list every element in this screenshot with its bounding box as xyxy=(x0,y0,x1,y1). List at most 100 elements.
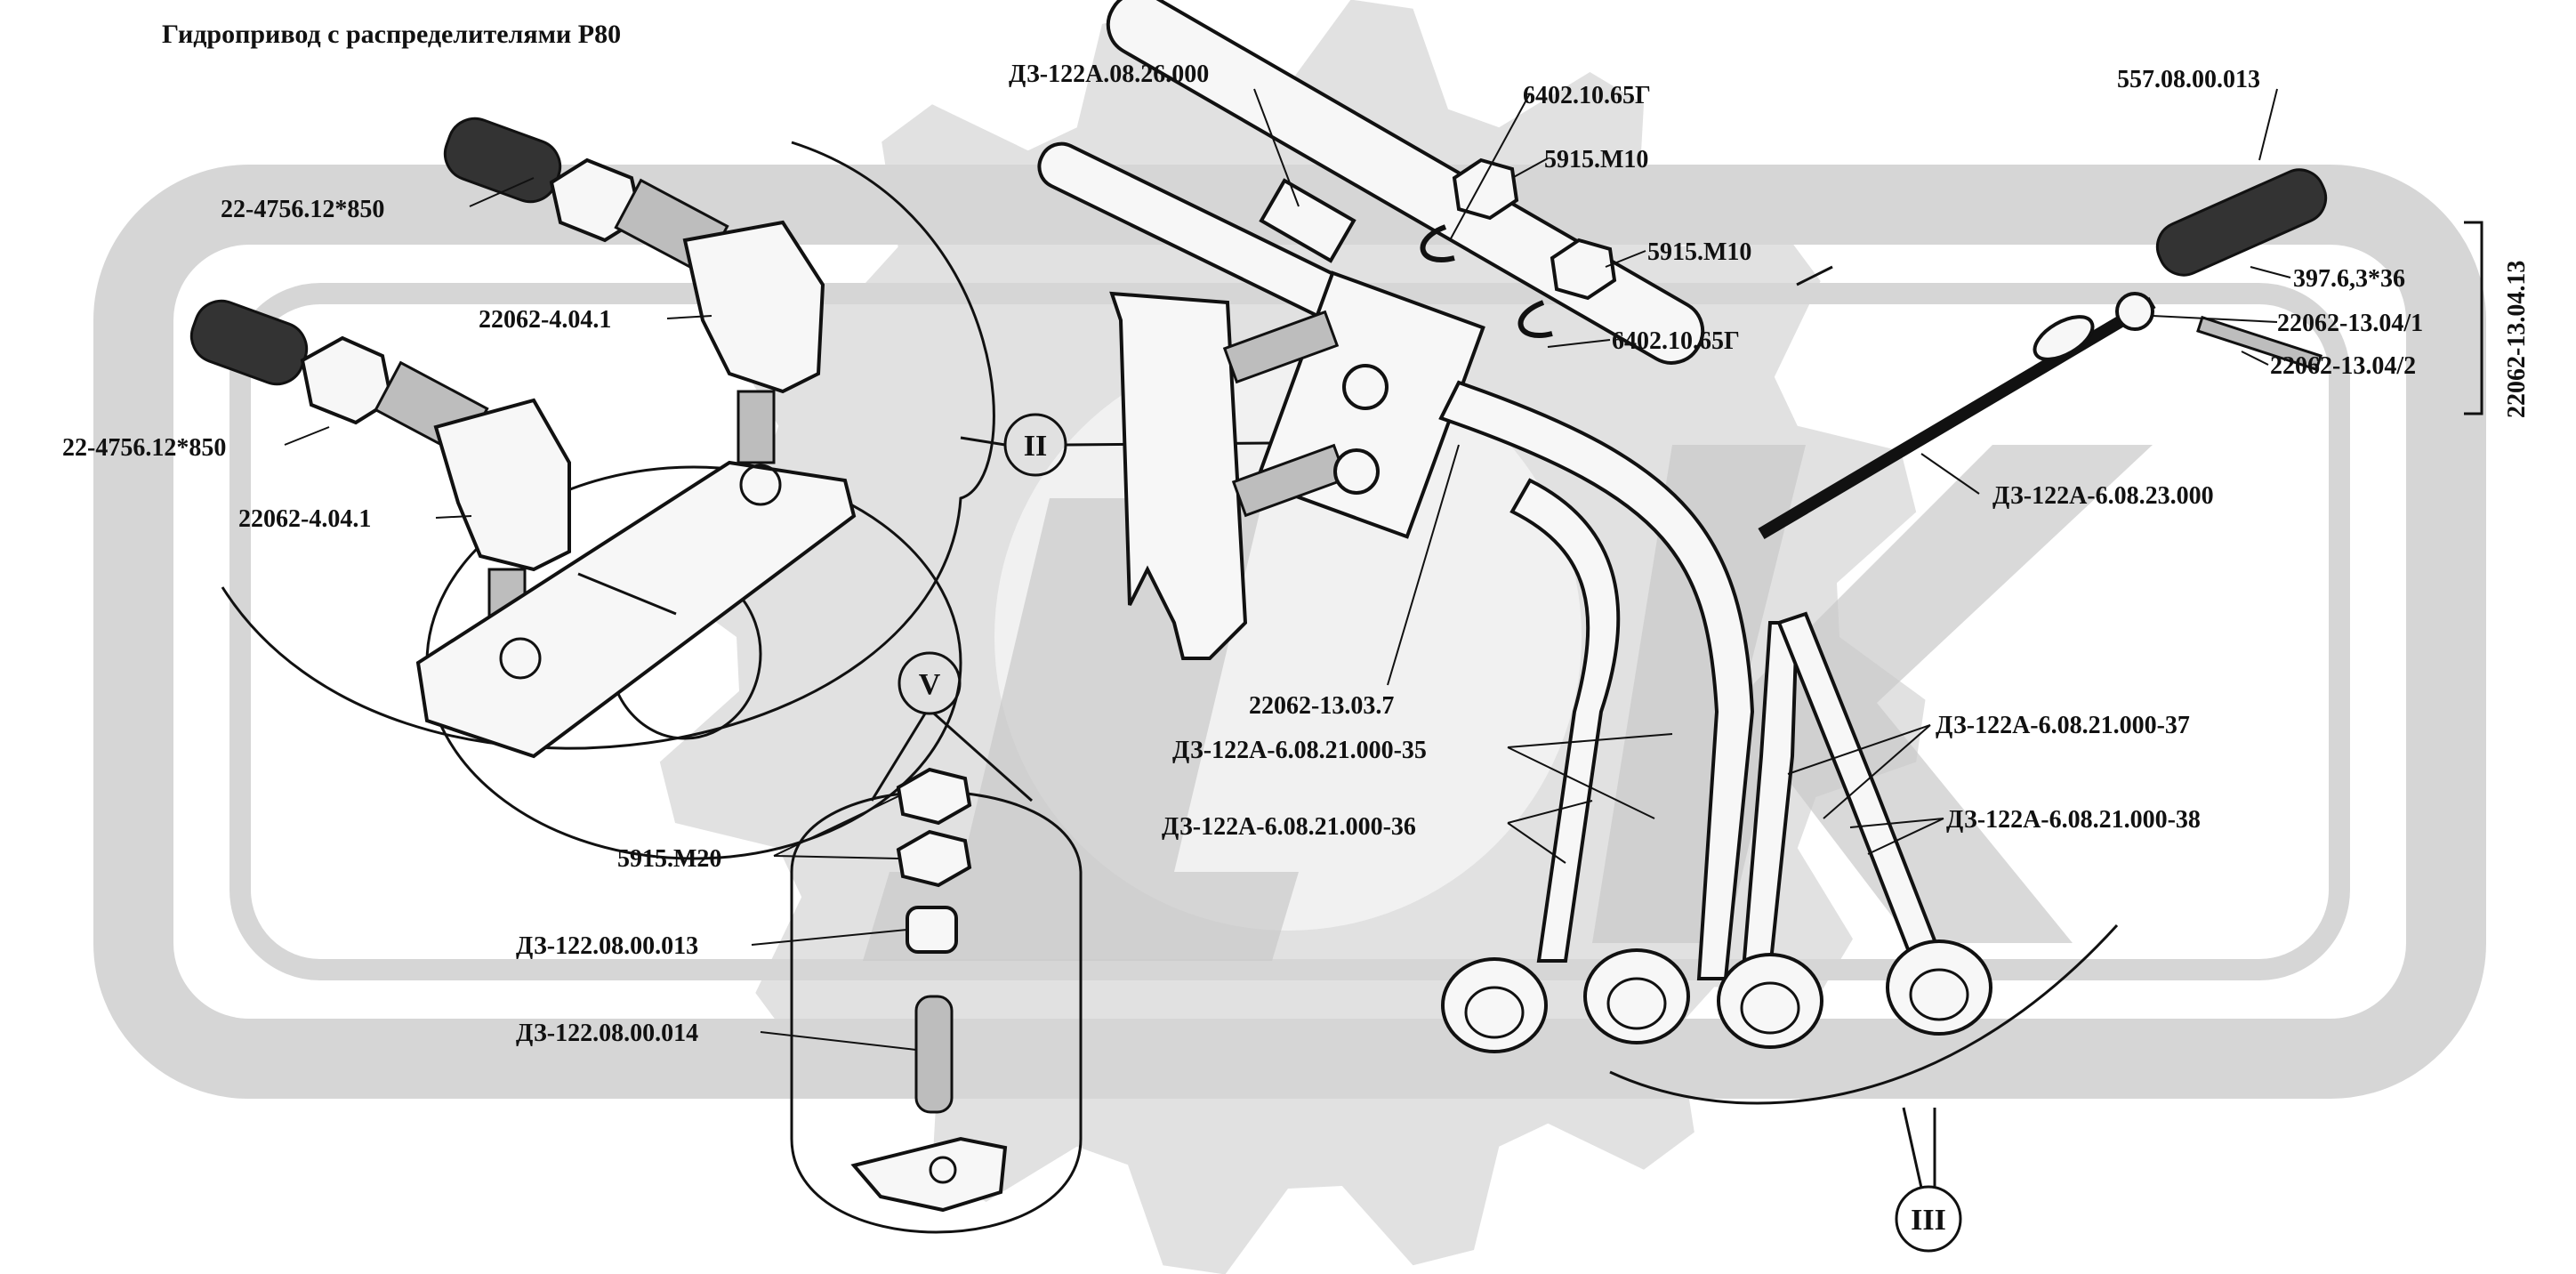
view-iii-arc xyxy=(1609,923,2119,1105)
leader-dz-37-a xyxy=(1787,724,1931,775)
view-iii-bottom-arc-hint xyxy=(1796,265,1833,286)
part-labels: 22-4756.12*850 22062-4.04.1 22-4756.12*8… xyxy=(62,60,2531,1047)
rod-eye xyxy=(2115,292,2154,331)
nut-washer-set-top xyxy=(1420,157,1617,338)
view-v-marker-label: V xyxy=(919,668,941,701)
leader-5915-m20-a xyxy=(773,795,899,857)
leader-6402-a xyxy=(1449,93,1531,241)
pipe-fitting-2-bore xyxy=(1606,977,1667,1030)
label-dz-0826: ДЗ-122А.08.26.000 xyxy=(1009,60,1209,88)
view-iii-marker xyxy=(1895,1185,1962,1253)
leader-dz-0823 xyxy=(1920,453,1980,495)
leader-dz-38-a xyxy=(1849,818,1944,828)
elbow-fitting-lower xyxy=(433,398,571,572)
label-dz-38: ДЗ-122А-6.08.21.000-38 xyxy=(1946,806,2201,834)
view-v-detail xyxy=(790,651,1083,1234)
label-dz-014: ДЗ-122.08.00.014 xyxy=(516,1020,698,1047)
leader-dz-36-a xyxy=(1507,822,1566,864)
nut-m20-lower xyxy=(896,829,972,888)
leader-557 xyxy=(2258,88,2278,161)
nut-m20-upper xyxy=(896,767,972,826)
view-v-marker xyxy=(898,651,962,715)
label-dz-35: ДЗ-122А-6.08.21.000-35 xyxy=(1172,737,1427,764)
view-iii-marker-label: III xyxy=(1911,1204,1946,1237)
label-6402-b: 6402.10.65Г xyxy=(1612,327,1740,355)
label-22-4756-a: 22-4756.12*850 xyxy=(221,196,384,223)
leader-5915-m10-a xyxy=(1511,157,1549,179)
leader-397 xyxy=(2250,266,2291,278)
assembly-bracket xyxy=(2464,221,2483,415)
leader-6402-b xyxy=(1547,339,1611,348)
elbow-thread-upper xyxy=(737,390,776,464)
elbow-fitting-upper xyxy=(682,220,825,394)
label-13041: 22062-13.04/1 xyxy=(2277,310,2423,337)
leader-lines xyxy=(284,88,2291,1051)
label-13037: 22062-13.03.7 xyxy=(1249,692,1394,720)
label-22062-404-b: 22062-4.04.1 xyxy=(238,505,371,533)
leader-dz-36-b xyxy=(1507,800,1593,824)
label-dz-36: ДЗ-122А-6.08.21.000-36 xyxy=(1162,813,1416,841)
pipe-fitting-1-bore xyxy=(1464,986,1525,1039)
label-397: 397.6,3*36 xyxy=(2293,265,2405,293)
view-ii-assembly xyxy=(189,117,995,860)
leader-dz-38-b xyxy=(1867,818,1944,855)
leader-dz-35-a xyxy=(1507,746,1655,819)
label-5915-m10-a: 5915.М10 xyxy=(1544,146,1648,173)
pipe-fittings xyxy=(1441,939,1992,1053)
weld-plate xyxy=(850,1136,1008,1213)
view-v-marker-line-l xyxy=(870,713,927,802)
pipe-fitting-4 xyxy=(1886,939,1992,1036)
pin-397 xyxy=(2196,315,2322,372)
weld-plate-hole xyxy=(929,1156,957,1184)
handle-grip xyxy=(2155,168,2328,277)
label-5915-m10-b: 5915.М10 xyxy=(1647,238,1751,266)
label-130413: 22062-13.04.13 xyxy=(2503,261,2531,418)
leader-13041 xyxy=(2152,315,2278,323)
pipe-fitting-2 xyxy=(1583,948,1690,1044)
leader-dz-35-b xyxy=(1507,733,1673,748)
plate-hole-right xyxy=(739,464,782,506)
label-557: 557.08.00.013 xyxy=(2117,66,2260,93)
leader-22-4756-a xyxy=(469,177,535,207)
pipe-fitting-3-bore xyxy=(1740,981,1800,1035)
washer-upper xyxy=(1420,224,1455,262)
leader-5915-m20-b xyxy=(773,855,899,859)
bushing-013 xyxy=(906,906,958,954)
leader-dz-014 xyxy=(760,1031,917,1051)
nut-m10-lower xyxy=(1550,238,1617,301)
leader-dz-0826 xyxy=(1253,88,1300,207)
pipe-fitting-4-bore xyxy=(1909,968,1969,1021)
leader-dz-37-b xyxy=(1823,724,1931,819)
plate-step xyxy=(577,572,677,616)
label-13042: 22062-13.04/2 xyxy=(2270,352,2416,380)
label-6402-a: 6402.10.65Г xyxy=(1523,82,1651,109)
view-v-marker-line-r xyxy=(933,712,1033,802)
label-5915-m20: 5915.М20 xyxy=(617,845,721,873)
bolt-upper xyxy=(1222,310,1340,384)
view-iii-line-l xyxy=(1902,1107,1923,1189)
clamp-bracket xyxy=(1109,291,1248,660)
leader-22062-404-a xyxy=(666,315,712,319)
leader-dz-013 xyxy=(751,929,908,946)
stud-014 xyxy=(914,995,954,1114)
page-title: Гидропривод с распределителями Р80 xyxy=(162,20,621,49)
label-22062-404-a: 22062-4.04.1 xyxy=(479,306,611,334)
fitting-boss-2 xyxy=(1333,448,1380,495)
leader-13042 xyxy=(2241,351,2269,366)
mounting-plate xyxy=(415,460,857,759)
view-ii-marker-label: II xyxy=(1024,430,1047,463)
leader-13037 xyxy=(1387,444,1460,686)
pipe-fitting-3 xyxy=(1717,953,1823,1049)
label-22-4756-b: 22-4756.12*850 xyxy=(62,434,226,462)
label-dz-013: ДЗ-122.08.00.013 xyxy=(516,932,698,960)
fitting-boss-1 xyxy=(1342,364,1389,410)
leader-22-4756-b xyxy=(284,426,330,446)
pipe-fitting-1 xyxy=(1441,957,1548,1053)
view-ii-marker-line xyxy=(960,436,1006,447)
view-v-outline xyxy=(790,790,1083,1234)
leader-5915-m10-b xyxy=(1605,250,1646,268)
pipe-1 xyxy=(1438,380,1755,980)
rod-joint xyxy=(2033,315,2095,361)
